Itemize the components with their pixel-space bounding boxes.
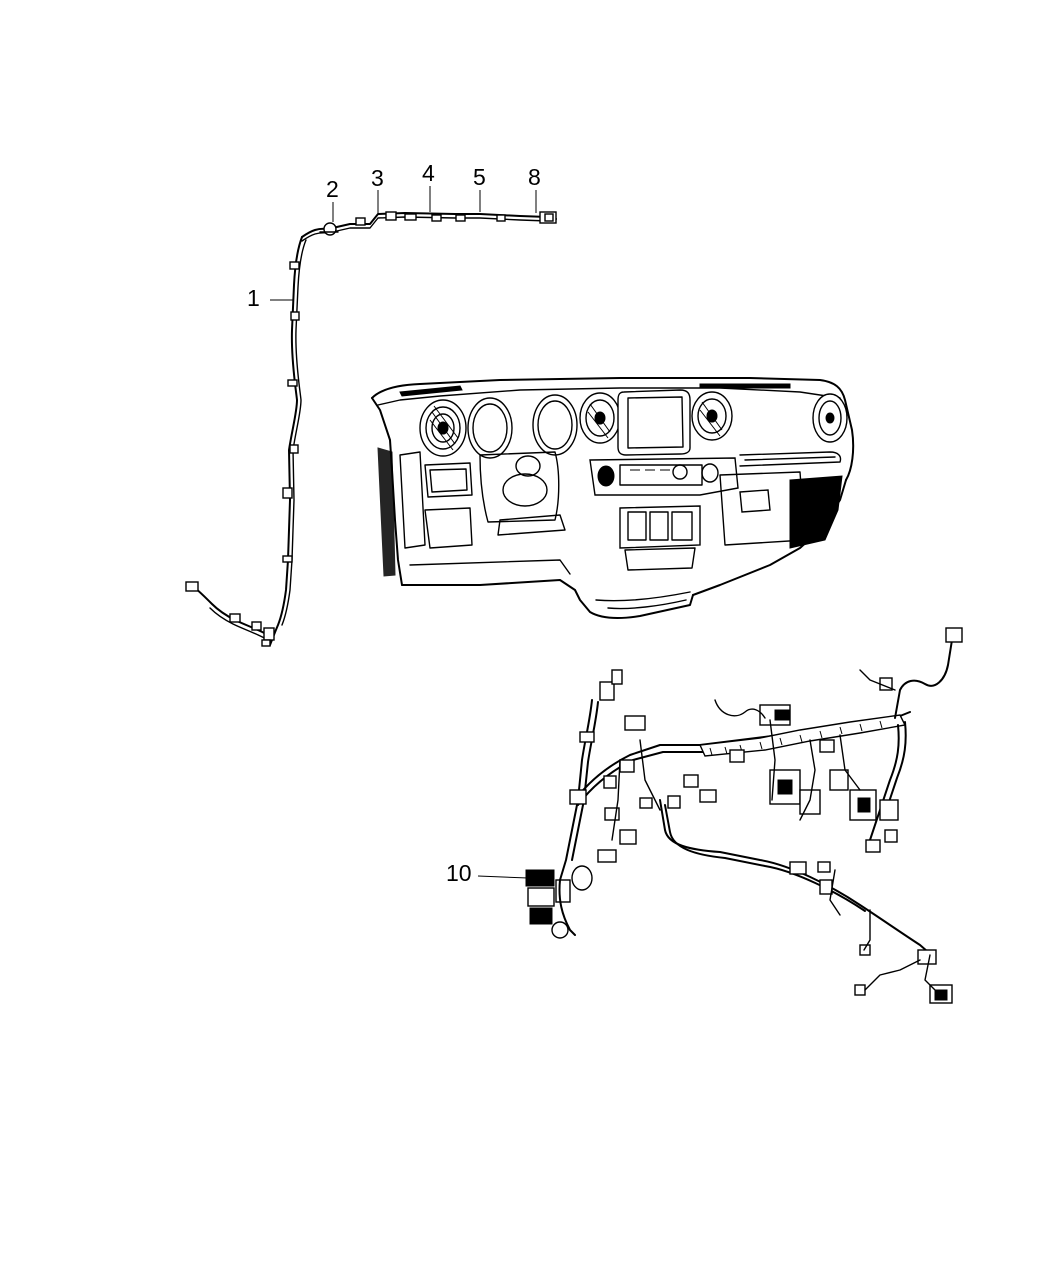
- instrument-panel: [371, 377, 855, 620]
- switch-bank: [619, 505, 701, 571]
- vent-center-right: [691, 391, 733, 441]
- callout-2: 2: [326, 176, 339, 202]
- leader-line-10: [477, 875, 529, 879]
- callout-10: 10: [446, 860, 472, 886]
- gauge-cluster: [467, 394, 578, 459]
- callout-4: 4: [422, 160, 435, 186]
- glovebox: [719, 471, 843, 549]
- callout-8: 8: [528, 164, 541, 190]
- leader-lines-top: [270, 186, 537, 301]
- wiring-harness-10: [525, 627, 963, 1004]
- callout-3: 3: [371, 165, 384, 191]
- vent-left: [419, 399, 467, 457]
- touchscreen: [617, 389, 691, 456]
- steering-column-opening: [479, 451, 566, 536]
- cable-assembly-1: [185, 211, 557, 647]
- callout-5: 5: [473, 164, 486, 190]
- callout-1: 1: [247, 285, 260, 311]
- vent-right: [812, 393, 848, 443]
- center-connectors: [699, 704, 899, 853]
- connector-stack: [525, 865, 593, 939]
- vent-center-left: [579, 392, 621, 444]
- left-bin: [377, 447, 473, 577]
- hvac-controls: [589, 457, 739, 496]
